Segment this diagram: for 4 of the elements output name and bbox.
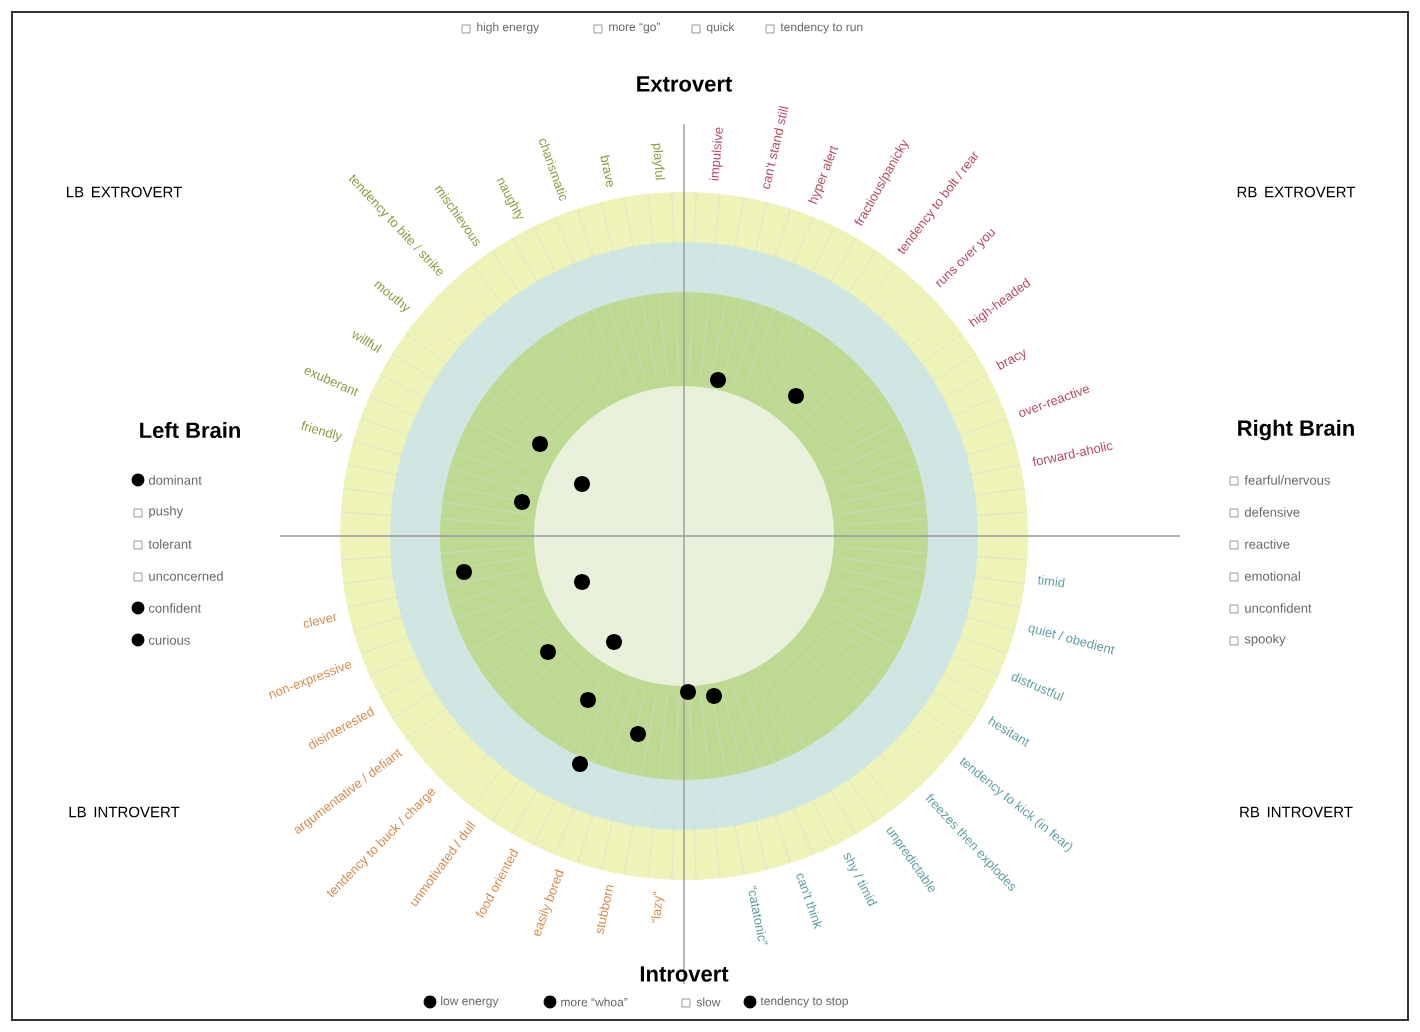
axis-title: Introvert [640,966,729,982]
axis-title: Extrovert [637,76,732,92]
side-title: Left Brain [140,421,240,439]
side-title: Right Brain [1238,419,1354,441]
